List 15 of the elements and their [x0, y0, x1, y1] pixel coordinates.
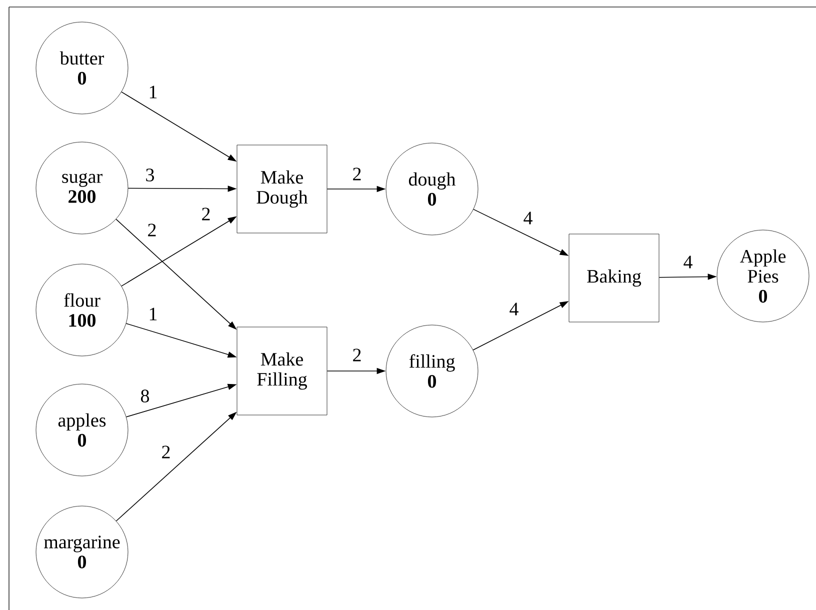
edge-label: 4: [682, 254, 694, 270]
edge-label: 2: [351, 166, 363, 182]
edge-label: 1: [147, 84, 159, 100]
transition-box: Make Filling: [236, 326, 328, 416]
edge-label: 4: [508, 302, 520, 316]
edge-label: 4: [522, 210, 534, 226]
edge-label: 1: [147, 306, 159, 322]
edge-label: 3: [144, 168, 156, 182]
transition-box: Baking: [568, 234, 660, 322]
edge-label: 2: [146, 222, 158, 238]
edge-label: 2: [160, 444, 172, 460]
edge-label: 8: [139, 388, 151, 404]
edge-label: 2: [351, 348, 363, 362]
edge-label: 2: [200, 206, 212, 222]
transition-box: Make Dough: [236, 144, 328, 234]
